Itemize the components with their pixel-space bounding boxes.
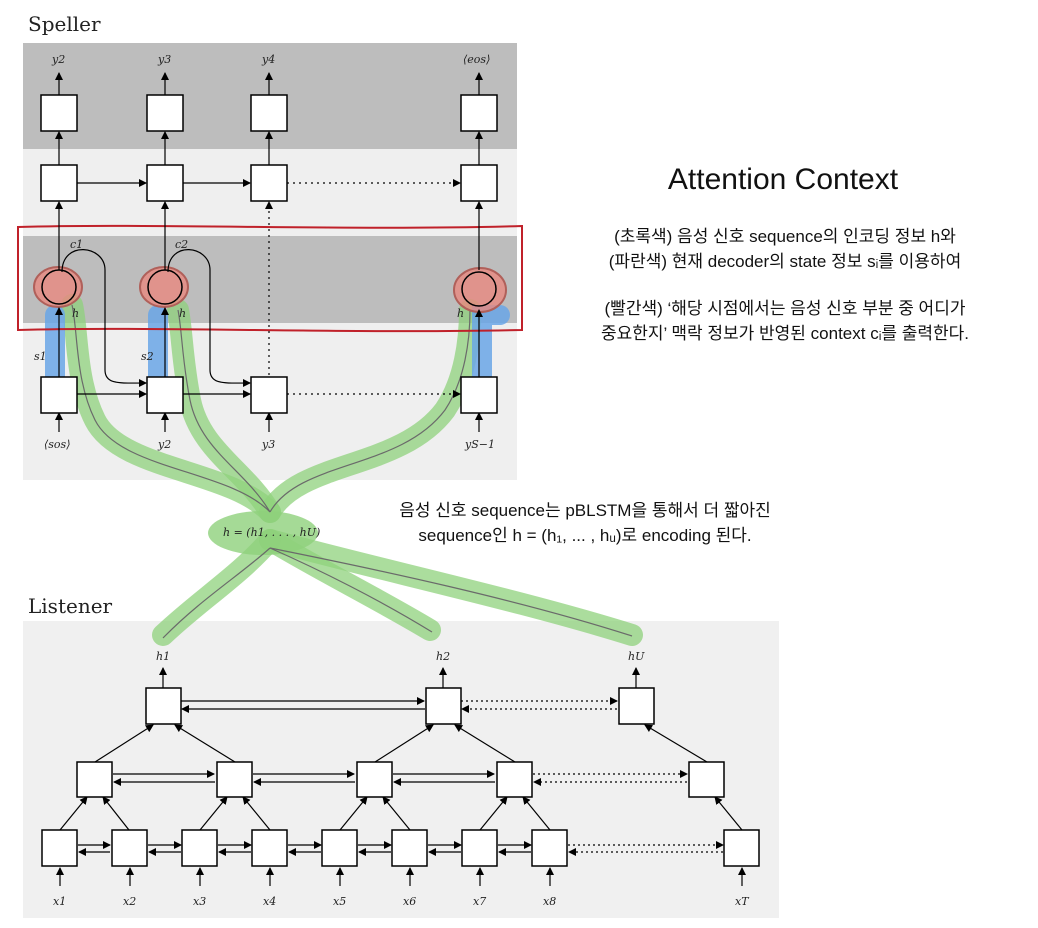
attention-circle-1 — [41, 269, 77, 305]
annotation-line-6: sequence인 h = (h₁, ... , hᵤ)로 encoding 된… — [418, 526, 752, 545]
mid-box-3 — [356, 761, 393, 798]
listener-input-7: x7 — [473, 895, 487, 908]
green-center-lines — [71, 304, 633, 639]
listener-input-2: x2 — [123, 895, 137, 908]
listener-input-3: x3 — [193, 895, 207, 908]
speller-output-1: y2 — [52, 53, 66, 66]
attention-circles — [41, 269, 497, 307]
attention-circle-2 — [147, 269, 183, 305]
speller-output-2: y3 — [158, 53, 172, 66]
hidden-box-1 — [40, 164, 78, 202]
mid-box-4 — [496, 761, 533, 798]
bottom-box-4 — [251, 829, 288, 867]
hidden-box-4 — [460, 164, 498, 202]
speller-output-4: ⟨eos⟩ — [463, 53, 491, 66]
state-label-1: s1 — [34, 350, 47, 363]
listener-input-5: x5 — [333, 895, 347, 908]
speller-output-3: y4 — [262, 53, 276, 66]
output-box-3 — [250, 94, 288, 132]
listener-title: Listener — [28, 594, 113, 618]
state-box-1 — [40, 376, 78, 414]
output-box-2 — [146, 94, 184, 132]
h-sequence-label: h = (h1, . . . , hU) — [223, 526, 321, 539]
attention-frame — [17, 224, 523, 333]
attention-circle-3 — [461, 271, 497, 307]
speller-title: Speller — [28, 12, 101, 36]
speller-input-2: y2 — [158, 438, 172, 451]
listener-input-6: x6 — [403, 895, 417, 908]
state-box-2 — [146, 376, 184, 414]
context-label-2: c2 — [175, 238, 189, 251]
annotation-line-5: 음성 신호 sequence는 pBLSTM을 통해서 더 짧아진 — [399, 501, 771, 520]
red-blob-1 — [33, 266, 83, 308]
listener-input-4: x4 — [263, 895, 277, 908]
listener-input-1: x1 — [53, 895, 67, 908]
state-box-4 — [460, 376, 498, 414]
listener-top-1: h1 — [156, 650, 171, 663]
annotation-line-2: (파란색) 현재 decoder의 state 정보 sᵢ를 이용하여 — [608, 252, 962, 271]
state-label-2: s2 — [141, 350, 154, 363]
listener-bg — [23, 621, 779, 918]
red-blob-2 — [139, 266, 189, 308]
speller-input-4: yS−1 — [465, 438, 495, 451]
mid-box-5 — [688, 761, 725, 798]
top-box-1 — [145, 687, 182, 725]
bottom-box-2 — [111, 829, 148, 867]
top-box-3 — [618, 687, 655, 725]
top-box-2 — [425, 687, 462, 725]
speller-input-1: ⟨sos⟩ — [44, 438, 71, 451]
bottom-box-5 — [321, 829, 358, 867]
context-label-1: c1 — [70, 238, 84, 251]
bottom-box-6 — [391, 829, 428, 867]
bottom-box-7 — [461, 829, 498, 867]
speller-attention-band — [23, 236, 517, 323]
output-box-1 — [40, 94, 78, 132]
listener-boxes — [41, 687, 760, 867]
bottom-box-1 — [41, 829, 78, 867]
annotation-line-1: (초록색) 음성 신호 sequence의 인코딩 정보 h와 — [614, 227, 956, 246]
annotation-line-3: (빨간색) ‘해당 시점에서는 음성 신호 부분 중 어디가 — [604, 299, 966, 318]
speller-connections — [55, 72, 483, 432]
listener-top-2: h2 — [436, 650, 451, 663]
listener-connections — [56, 667, 746, 886]
bottom-box-9 — [723, 829, 760, 867]
listener-input-9: xT — [735, 895, 749, 908]
bottom-box-3 — [181, 829, 218, 867]
listener-input-8: x8 — [543, 895, 557, 908]
hidden-box-3 — [250, 164, 288, 202]
bottom-box-8 — [531, 829, 568, 867]
annotation-line-4: 중요한지’ 맥락 정보가 반영된 context cᵢ를 출력한다. — [600, 324, 970, 343]
speller-boxes — [40, 94, 498, 414]
mid-box-2 — [216, 761, 253, 798]
mid-box-1 — [76, 761, 113, 798]
state-box-3 — [250, 376, 288, 414]
h-tag-3: h — [457, 307, 465, 320]
hidden-box-2 — [146, 164, 184, 202]
h-tag-2: h — [179, 307, 187, 320]
annotation-title: Attention Context — [667, 163, 899, 196]
speller-input-3: y3 — [262, 438, 276, 451]
listener-top-3: hU — [628, 650, 645, 663]
h-tag-1: h — [72, 307, 80, 320]
output-box-4 — [460, 94, 498, 132]
